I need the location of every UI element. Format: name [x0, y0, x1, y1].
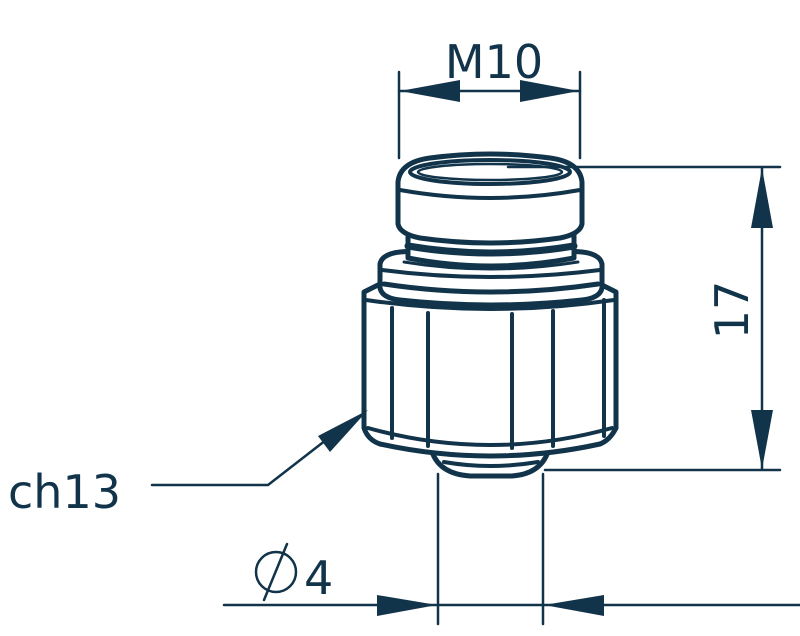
- dimension-wrench: ch13: [8, 410, 368, 519]
- arrow-up-icon: [751, 168, 773, 228]
- thread-size-label: M10: [445, 35, 543, 89]
- nozzle-part: [361, 151, 619, 479]
- height-label: 17: [705, 281, 759, 340]
- arrow-left-icon: [544, 595, 604, 616]
- arrow-right-icon: [520, 80, 579, 102]
- dimension-thread: M10: [397, 35, 582, 160]
- dimension-bore: 4: [222, 472, 800, 626]
- arrow-left-icon: [400, 80, 460, 102]
- nozzle-tip: [429, 449, 551, 479]
- diameter-symbol-icon: [254, 542, 298, 602]
- bore-diameter-label: 4: [304, 551, 333, 605]
- dimension-height: 17: [506, 165, 782, 472]
- arrow-right-icon: [377, 595, 437, 616]
- hex-body: [361, 281, 619, 459]
- arrow-down-icon: [751, 410, 773, 469]
- threaded-head: [395, 151, 585, 246]
- wrench-size-label: ch13: [8, 465, 121, 519]
- leader-arrow-icon: [318, 410, 368, 452]
